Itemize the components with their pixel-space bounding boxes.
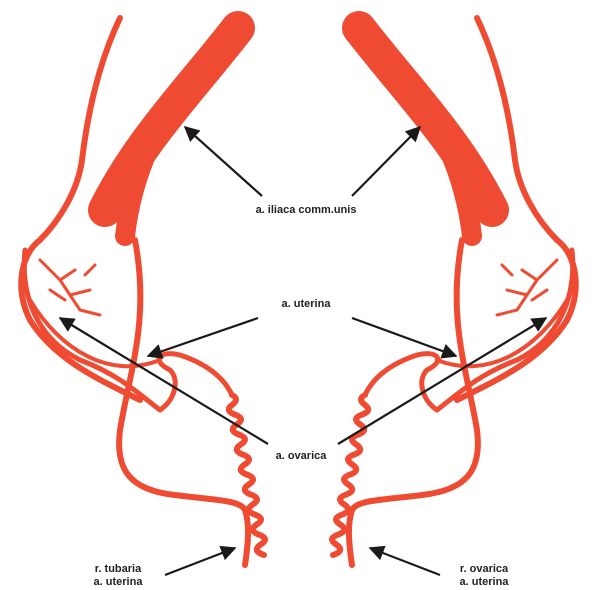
arrow-tubaria-left xyxy=(165,548,235,575)
label-right-bottom-line1: r. ovarica xyxy=(444,563,524,576)
label-uterina: a. uterina xyxy=(256,298,356,311)
left-vessels xyxy=(21,18,265,565)
arrow-uterina-right xyxy=(352,318,456,356)
arrow-ovarica-bottom-right xyxy=(370,548,440,575)
arrow-iliaca-right xyxy=(352,127,420,196)
left-ovarian-branches xyxy=(40,260,100,315)
arrow-uterina-left xyxy=(148,318,258,356)
label-right-bottom-line2: a. uterina xyxy=(444,576,524,589)
label-left-bottom: r. tubaria a. uterina xyxy=(78,563,158,589)
label-left-bottom-line1: r. tubaria xyxy=(78,563,158,576)
right-ovarian-branches xyxy=(497,260,557,315)
arrow-ovarica-right xyxy=(338,318,546,444)
right-vessels xyxy=(332,18,576,565)
label-ovarica: a. ovarica xyxy=(256,450,346,463)
label-iliaca: a. iliaca comm.unis xyxy=(236,204,376,217)
label-left-bottom-line2: a. uterina xyxy=(78,576,158,589)
arrow-ovarica-left xyxy=(60,318,268,444)
arrow-iliaca-left xyxy=(185,127,262,196)
left-common-iliac xyxy=(105,28,238,210)
right-common-iliac xyxy=(359,28,492,210)
label-right-bottom: r. ovarica a. uterina xyxy=(444,563,524,589)
